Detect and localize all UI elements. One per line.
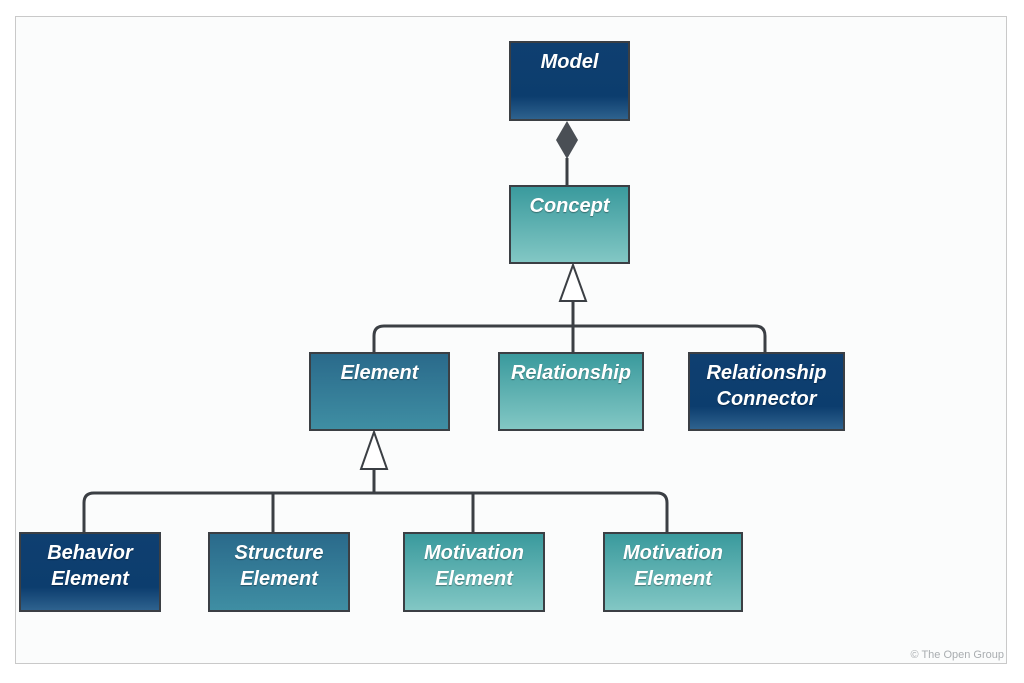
- model-label: Model: [540, 51, 599, 73]
- composition-diamond: [556, 121, 578, 159]
- structure-element-label-line2: Element: [240, 568, 318, 590]
- behavior-element-label-line1: Behavior: [47, 542, 133, 564]
- concept-node[interactable]: Concept: [509, 185, 630, 264]
- concept-generalization-lines: [372, 302, 767, 354]
- concept-label: Concept: [529, 195, 610, 217]
- motivation-element-node-2[interactable]: Motivation Element: [603, 532, 743, 612]
- relationship-connector-label-line1: Relationship: [706, 362, 827, 384]
- relationship-label: Relationship: [510, 362, 631, 384]
- element-generalization-lines: [82, 470, 669, 534]
- element-generalization-arrow: [359, 428, 389, 470]
- model-node[interactable]: Model: [509, 41, 630, 121]
- behavior-element-label-line2: Element: [51, 568, 129, 590]
- relationship-connector-label-line2: Connector: [716, 388, 817, 410]
- relationship-connector-node[interactable]: Relationship Connector: [688, 352, 845, 431]
- structure-element-node[interactable]: Structure Element: [208, 532, 350, 612]
- motivation-element-1-label-line2: Element: [435, 568, 513, 590]
- motivation-element-2-label-line1: Motivation: [623, 542, 723, 564]
- relationship-node[interactable]: Relationship: [498, 352, 644, 431]
- copyright-notice: © The Open Group: [910, 649, 1004, 661]
- structure-element-label-line1: Structure: [234, 542, 324, 564]
- motivation-element-node-1[interactable]: Motivation Element: [403, 532, 545, 612]
- motivation-element-1-label-line1: Motivation: [424, 542, 524, 564]
- motivation-element-2-label-line2: Element: [634, 568, 712, 590]
- behavior-element-node[interactable]: Behavior Element: [19, 532, 161, 612]
- concept-generalization-arrow: [558, 262, 588, 302]
- element-node[interactable]: Element: [309, 352, 450, 431]
- element-label: Element: [340, 362, 419, 384]
